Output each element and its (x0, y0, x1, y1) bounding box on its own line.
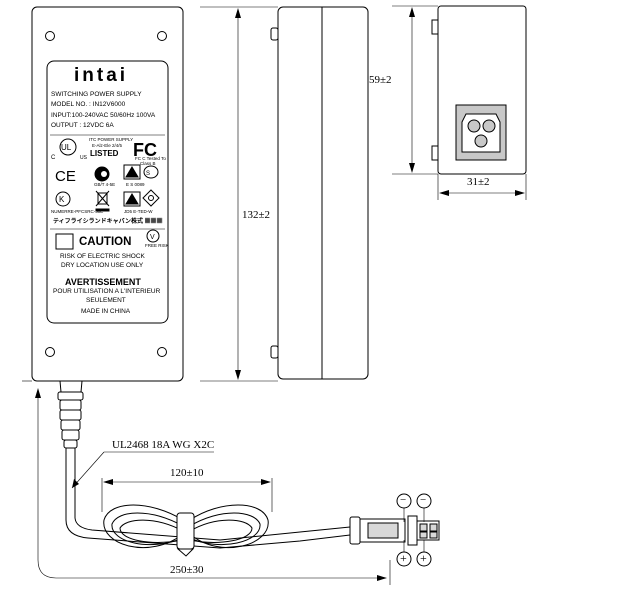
width-dimension-label: 31±2 (467, 176, 490, 188)
svg-text:CE: CE (55, 168, 76, 185)
minus-sign-right: − (420, 494, 427, 506)
height-dimension-label: 59±2 (369, 74, 392, 86)
end-view-body (437, 5, 527, 175)
warning-line-1: RISK OF ELECTRIC SHOCK (60, 253, 145, 260)
label-line-output: OUTPUT : 12VDC 6A (51, 122, 114, 129)
class-b-text: Class B (140, 161, 156, 166)
svg-text:K: K (59, 195, 65, 204)
minus-sign-left: − (400, 494, 407, 506)
k-mark: K (55, 191, 71, 207)
k-mark-code-text: NUMERRE-PFCSRC-50E (51, 209, 104, 214)
fcc-tested-text: FC C Tested To (135, 156, 166, 161)
strain-relief (57, 380, 84, 449)
triangle-mark (123, 164, 141, 180)
svg-text:S: S (146, 171, 150, 177)
label-line-product: SWITCHING POWER SUPPLY (51, 91, 142, 98)
v-mark (146, 229, 160, 243)
saa-code-text: E S 0089 (126, 182, 145, 187)
ce-mark: CE (55, 168, 76, 185)
dc-cord (65, 448, 351, 549)
label-line-model: MODEL NO. : IN12V6000 (51, 101, 126, 108)
dc-connector (349, 515, 440, 546)
label-line-input: INPUT:100-240VAC 50/60Hz 100VA (51, 112, 156, 119)
french-warning-line-1: POUR UTILISATION A L'INTERIEUR (53, 288, 161, 295)
ccc-code-text: GB/T 4-5E (94, 182, 116, 187)
caution-box (55, 233, 74, 250)
cable-tie (176, 512, 195, 550)
itc-text: ITC POWER SUPPLY (89, 137, 134, 142)
cord-length-label: 250±30 (170, 564, 204, 576)
french-warning-line-2: SEULEMENT (86, 297, 126, 304)
svg-text:C: C (51, 155, 56, 161)
caution-sub-text: FREE RISK (145, 243, 169, 248)
coil-dimension-label: 120±10 (170, 467, 204, 479)
japan-line: ティフライシランドキャバン株式 ▦▦▦ (53, 219, 163, 225)
caution-heading: CAUTION (79, 236, 132, 248)
plus-sign-right: + (420, 551, 427, 565)
rcm-mark (123, 191, 141, 207)
label-plate-outline (46, 60, 169, 324)
diamond-mark (142, 189, 160, 207)
made-in-label: MADE IN CHINA (81, 308, 131, 315)
ccc-mark (94, 166, 110, 182)
svg-text:V: V (150, 234, 155, 241)
svg-text:US: US (80, 155, 88, 161)
fcc-mark: FC (133, 140, 157, 160)
side-view-body (277, 6, 369, 380)
screw-hole (45, 347, 55, 357)
cert-model-text: E-Alz-Ele 2/4/5 (92, 143, 123, 148)
screw-hole (157, 347, 167, 357)
screw-hole (45, 31, 55, 41)
front-view-body (31, 6, 184, 382)
avertissement-heading: AVERTISSEMENT (65, 277, 141, 287)
cord-coil (103, 504, 269, 549)
warning-line-2: DRY LOCATION USE ONLY (61, 262, 144, 269)
svg-text:UL: UL (61, 143, 72, 152)
svg-text:FC: FC (133, 140, 157, 160)
plus-sign-left: + (400, 551, 407, 565)
brand-logo: intai (74, 65, 129, 86)
screw-hole (157, 31, 167, 41)
weee-bin-mark (95, 190, 110, 212)
ul-listed-mark: UL C US (51, 138, 88, 161)
saa-mark: S (143, 165, 159, 179)
listed-text: LISTED (90, 149, 119, 158)
cable-spec-label: UL2468 18A WG X2C (112, 439, 215, 451)
rcm-code-text: JD5 E-TED-W (124, 209, 153, 214)
length-dimension-label: 132±2 (242, 209, 271, 221)
